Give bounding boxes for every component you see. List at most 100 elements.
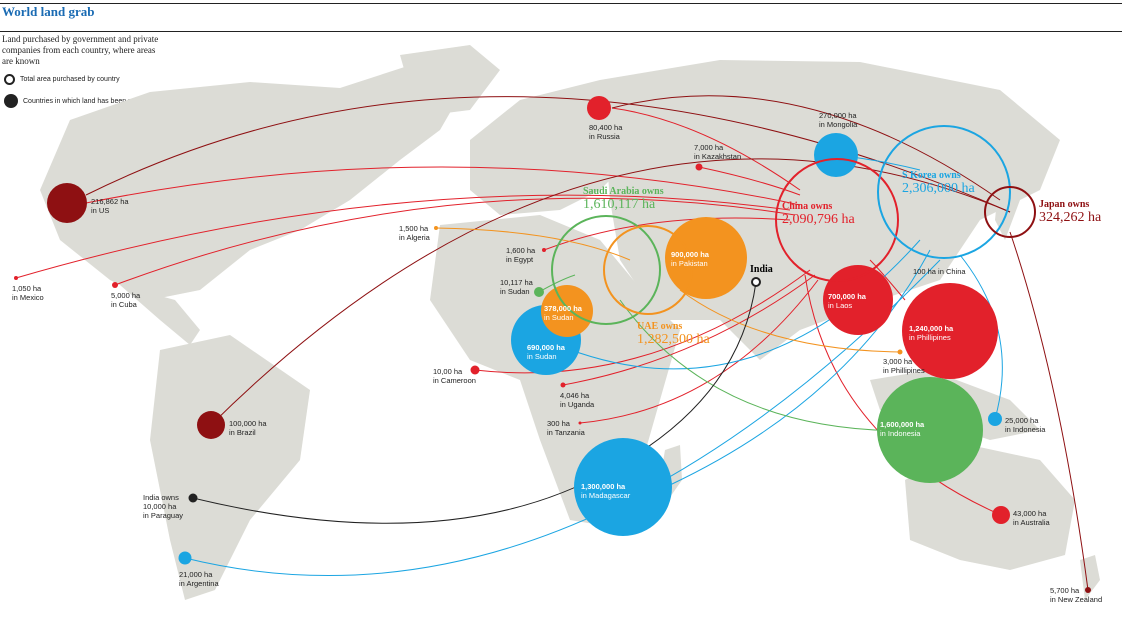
line-uae-algeria [435,227,631,261]
circle-madagascar [574,438,672,536]
legend-dot-icon [4,94,18,108]
line-skorea-argentina [184,259,941,577]
subtitle: Land purchased by government and private… [2,34,159,66]
line-japan-nz [1009,231,1089,591]
buyer-rings [551,125,1036,325]
line-china-tanzania [579,279,819,424]
ring-japan [984,186,1036,238]
circle-philippines-big [902,283,998,379]
circle-mongolia [814,133,858,177]
circle-indonesia-big [877,377,983,483]
line-china-philippines [869,259,906,301]
circle-pakistan [665,217,747,299]
legend-dot-row: Countries in which land has been purchas… [4,94,161,108]
line-china-uganda [562,274,816,386]
legend-dot-label: Countries in which land has been purchas… [23,97,161,105]
circle-russia [587,96,611,120]
ring-uae [603,225,693,315]
buyer-label-china: China owns 2,090,796 ha [782,201,855,227]
ring-saudi [551,215,661,325]
line-china-egypt [543,217,791,251]
line-skorea-madagascar [669,249,931,486]
land-south-america [150,335,310,600]
circle-philippines-small [897,349,903,355]
circle-cameroon [470,365,480,375]
circle-kazakhstan [695,163,703,171]
line-japan-us [85,96,1011,213]
line-china-us [85,166,801,206]
line-china-kazakhstan [698,166,801,196]
ring-skorea [877,125,1011,259]
legend-ring-icon [4,74,15,85]
circle-sudan-saudi [534,287,544,297]
label-china-target: 100 ha in China [913,267,966,276]
buyer-label-japan: Japan owns 324,262 ha [1039,199,1102,225]
circle-nz [1085,587,1091,593]
circle-argentina [178,551,192,565]
line-uae-philippines [679,289,901,353]
circle-indonesia-small [988,412,1002,426]
line-china-cameroon [474,269,811,374]
land-japan [995,160,1020,240]
circle-mexico [14,276,18,280]
line-china-cuba [114,197,796,286]
circle-us [47,183,87,223]
buyer-label-uae: UAE owns 1,282,500 ha [637,321,710,347]
line-china-russia [611,107,801,191]
legend-ring-label: Total area purchased by country [20,76,120,83]
circle-paraguay [188,493,198,503]
line-skorea-indonesia [959,254,1003,420]
buyer-label-skorea: S Korea owns 2,306,000 ha [902,170,975,196]
land-north-america [40,62,470,300]
page-title: World land grab [2,4,95,19]
line-china-mexico [15,194,791,279]
circle-sudan-uae [541,285,593,337]
circle-uganda [560,382,566,388]
circle-egypt [542,248,546,252]
circle-australia [992,506,1010,524]
circle-tanzania [578,421,582,425]
circle-brazil [197,411,225,439]
target-circles [14,96,1091,593]
land-central-america [120,285,200,345]
circle-algeria [434,226,438,230]
line-japan-brazil [210,158,1011,426]
buyer-label-saudi: Saudi Arabia owns 1,610,117 ha [583,186,664,212]
ring-china [775,158,899,282]
title-rule [0,31,1122,32]
line-china-australia [804,274,1002,516]
line-saudi-indonesia [619,299,931,432]
circle-cuba [112,282,118,288]
line-japan-russia [611,95,1001,201]
legend-ring-row: Total area purchased by country [4,74,120,85]
ring-india [751,277,761,287]
buyer-label-india: India [750,264,773,275]
